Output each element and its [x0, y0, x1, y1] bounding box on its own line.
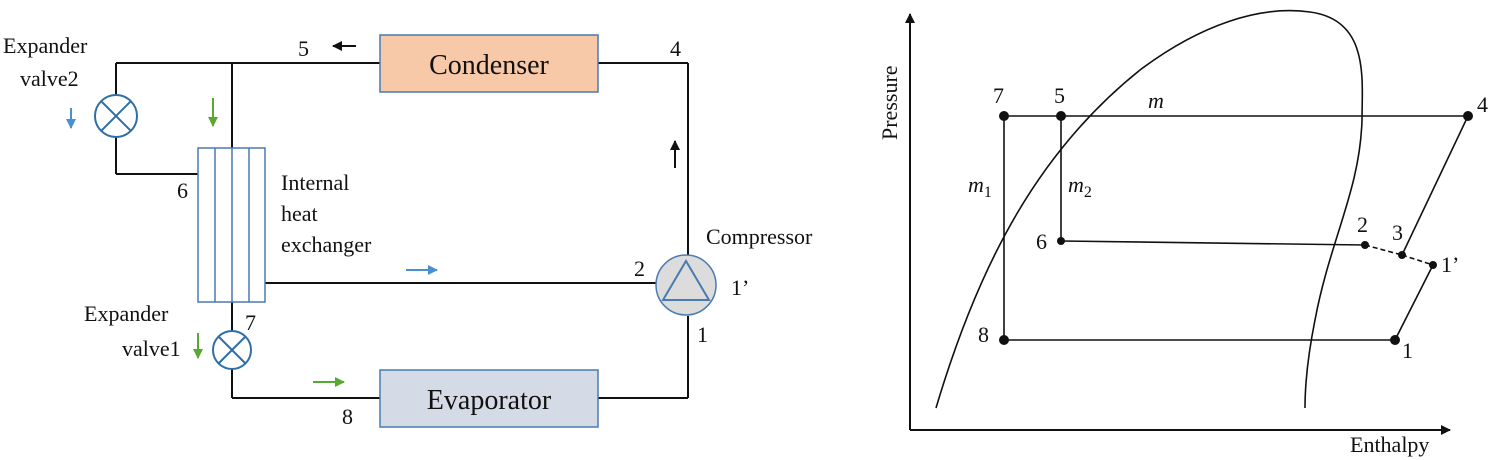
schematic-point-8: 8 [342, 404, 353, 429]
ph-label-1: 1 [1402, 338, 1413, 363]
condenser-label: Condenser [429, 50, 549, 81]
piping [115, 62, 689, 399]
state-point-6 [1057, 237, 1065, 245]
ph-label-7: 7 [993, 83, 1004, 108]
mixing-line [1364, 244, 1403, 256]
cycle-schematic: Condenser Evaporator Internal heat excha… [3, 33, 813, 429]
state-point-8 [999, 335, 1009, 345]
evaporator-label: Evaporator [427, 385, 552, 416]
ihx-label-1: Internal [281, 170, 349, 195]
x-axis-label: Enthalpy [1350, 432, 1429, 457]
state-point-3 [1398, 251, 1406, 259]
ph-label-1prime: 1’ [1441, 252, 1459, 277]
flow-arrows [66, 41, 680, 387]
ihx-label-2: heat [281, 201, 318, 226]
schematic-point-1prime: 1’ [731, 275, 749, 300]
compressor-icon [655, 254, 717, 316]
schematic-point-5: 5 [298, 36, 309, 61]
ph-point-labels: 7 5 4 6 2 3 1’ 8 1 [978, 83, 1488, 363]
state-point-4 [1463, 111, 1473, 121]
ph-label-8: 8 [978, 322, 989, 347]
valve1-label-1: Expander [84, 301, 169, 326]
schematic-point-6: 6 [177, 178, 188, 203]
ph-state-points [999, 111, 1473, 345]
ihx-label-3: exchanger [281, 232, 372, 257]
schematic-point-1: 1 [697, 322, 708, 347]
flow-label-m: m [1148, 88, 1164, 113]
expander-valve-1: Expander valve1 [84, 301, 252, 370]
flow-label-m2: m2 [1068, 172, 1092, 201]
evaporator-box [379, 369, 599, 428]
state-point-1 [1390, 335, 1400, 345]
valve2-label-2: valve2 [20, 66, 79, 91]
y-axis-label: Pressure [877, 65, 902, 140]
valve1-label-2: valve1 [122, 336, 181, 361]
compressor-triangle-icon [661, 259, 711, 301]
state-point-5 [1056, 111, 1066, 121]
ph-cycle [1003, 115, 1469, 341]
state-point-2 [1361, 241, 1369, 249]
flow-label-m1: m1 [968, 172, 992, 201]
ph-axes: Pressure Enthalpy [877, 13, 1451, 457]
evaporator: Evaporator [379, 369, 599, 428]
schematic-point-4: 4 [670, 36, 681, 61]
ph-label-3: 3 [1392, 220, 1403, 245]
mixing-line [1401, 254, 1434, 266]
condenser: Condenser [379, 34, 599, 93]
schematic-state-labels: 5 4 6 7 8 2 1’ 1 [177, 36, 749, 429]
ph-label-6: 6 [1036, 229, 1047, 254]
intermediate-pressure-line [1060, 240, 1366, 246]
schematic-point-2: 2 [634, 256, 645, 281]
condenser-box [379, 34, 599, 93]
mass-flow-labels: m m1 m2 [968, 88, 1164, 201]
ph-label-5: 5 [1054, 83, 1065, 108]
valve2-label-1: Expander [3, 33, 88, 58]
ph-label-2: 2 [1357, 212, 1368, 237]
ph-label-4: 4 [1477, 92, 1488, 117]
state-point-1prime [1429, 261, 1437, 269]
expander-valve-2: Expander valve2 [3, 33, 138, 138]
compressor: Compressor [655, 224, 813, 316]
compressor-label: Compressor [706, 224, 813, 249]
ph-diagram: Pressure Enthalpy [877, 9, 1488, 457]
schematic-point-7: 7 [245, 310, 256, 335]
first-compression-line [1394, 264, 1434, 341]
second-compression-line [1401, 115, 1469, 256]
state-point-7 [999, 111, 1009, 121]
internal-heat-exchanger: Internal heat exchanger [197, 147, 372, 303]
saturation-dome [935, 9, 1364, 409]
